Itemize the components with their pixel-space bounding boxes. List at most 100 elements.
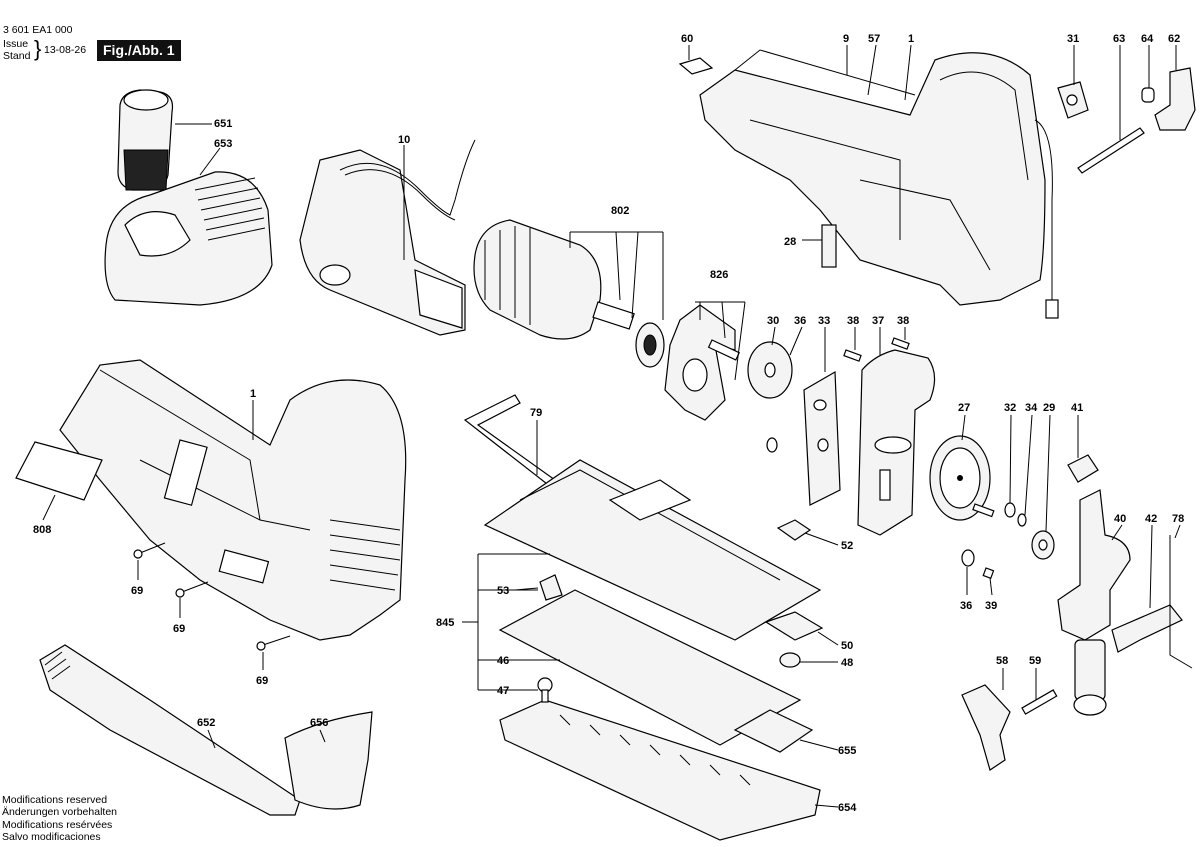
callout-53: 53 [497, 585, 509, 597]
callout-29: 29 [1043, 402, 1055, 414]
callout-845: 845 [436, 617, 454, 629]
lever-part-42 [1111, 604, 1183, 653]
clip-part-34 [1017, 513, 1027, 527]
callout-52: 52 [841, 540, 853, 552]
callout-58: 58 [996, 655, 1008, 667]
bracket-part-31 [1057, 81, 1089, 119]
callout-42: 42 [1145, 513, 1157, 525]
rod-part-63 [1077, 127, 1145, 174]
callout-labels: 651 653 10 60 9 57 1 31 63 64 62 802 826… [33, 33, 1184, 814]
figure-title: Fig./Abb. 1 [97, 40, 181, 61]
leader-lines [42, 44, 1181, 808]
callout-69-c: 69 [256, 675, 268, 687]
screw-part-69c [256, 635, 291, 651]
issue-date: 13-08-26 [44, 44, 87, 56]
washer-part-30 [747, 341, 793, 399]
slide-plate-part [498, 589, 802, 746]
callout-652: 652 [197, 717, 215, 729]
callout-33: 33 [818, 315, 830, 327]
callout-32: 32 [1004, 402, 1016, 414]
callout-62: 62 [1168, 33, 1180, 45]
callout-39: 39 [985, 600, 997, 612]
callout-46: 46 [497, 655, 509, 667]
callout-1-top: 1 [908, 33, 914, 45]
callout-79: 79 [530, 407, 542, 419]
nut-part-52 [776, 519, 812, 541]
screw-part-69b [175, 581, 209, 598]
callout-656: 656 [310, 717, 328, 729]
callout-36-top: 36 [794, 315, 806, 327]
gear-part-27 [929, 435, 995, 521]
callout-826: 826 [710, 269, 728, 281]
callout-64: 64 [1141, 33, 1154, 45]
callout-802: 802 [611, 205, 629, 217]
saw-blade-part [39, 644, 301, 816]
housing-half-left-part [59, 359, 407, 641]
callout-41: 41 [1071, 402, 1083, 414]
callout-37: 37 [872, 315, 884, 327]
washer-part-36b [961, 549, 975, 567]
roller-part-41 [1067, 454, 1099, 483]
callout-655: 655 [838, 745, 856, 757]
bushing-part-29 [1031, 530, 1055, 560]
motor-part [473, 219, 665, 368]
callout-47: 47 [497, 685, 509, 697]
callout-28: 28 [784, 236, 796, 248]
bearing-holder-part [664, 304, 740, 421]
charger-part [104, 171, 273, 306]
callout-69-a: 69 [131, 585, 143, 597]
screw-part-69a [133, 542, 166, 559]
slider-part-655 [733, 709, 814, 753]
cover-plate-part-37 [857, 349, 936, 536]
label-plate-part [15, 441, 103, 501]
contact-part-28 [821, 224, 837, 268]
pin-part-39 [982, 567, 995, 580]
issue-label: Issue [3, 38, 29, 50]
guide-plate-part-33 [803, 370, 841, 506]
callout-10: 10 [398, 134, 410, 146]
callout-78: 78 [1172, 513, 1184, 525]
callout-653: 653 [214, 138, 232, 150]
note-english: Modifications reserved [2, 794, 108, 806]
callout-38-a: 38 [847, 315, 859, 327]
note-spanish: Salvo modificaciones [2, 831, 101, 844]
switch-wiring-part [299, 139, 476, 336]
callout-808: 808 [33, 524, 51, 536]
callout-654: 654 [838, 802, 857, 814]
note-german: Änderungen vorbehalten [2, 806, 118, 819]
callout-50: 50 [841, 640, 853, 652]
stand-label: Stand [3, 50, 31, 62]
callout-27: 27 [958, 402, 970, 414]
callout-651: 651 [214, 118, 232, 130]
screw-part-47 [537, 677, 553, 703]
pin-part-38a [843, 349, 862, 362]
pin-part-64 [1141, 87, 1155, 103]
callout-63: 63 [1113, 33, 1125, 45]
battery-pack-part [117, 89, 174, 191]
plunger-part-40 [1057, 489, 1131, 716]
callout-60: 60 [681, 33, 693, 45]
housing-half-top-part [699, 49, 1059, 319]
callout-38-b: 38 [897, 315, 909, 327]
plate-part-50 [764, 611, 824, 641]
spring-clip-part [678, 57, 714, 75]
document-number: 3 601 EA1 000 [3, 24, 73, 36]
clamp-part-53 [539, 574, 563, 601]
callout-30: 30 [767, 315, 779, 327]
clip-part-32 [1004, 502, 1016, 518]
pin-part-38b [891, 337, 910, 350]
callout-59: 59 [1029, 655, 1041, 667]
issue-bracket: } [34, 36, 42, 61]
washer-part-36a [766, 437, 778, 453]
callout-69-b: 69 [173, 623, 185, 635]
callout-36-bottom: 36 [960, 600, 972, 612]
hex-key-part-78 [1169, 535, 1193, 669]
callout-1-left: 1 [250, 388, 256, 400]
lever-part-62 [1154, 67, 1196, 131]
blade-guard-part [284, 711, 373, 810]
modification-notes: Modifications reserved Änderungen vorbeh… [2, 794, 117, 844]
base-plate-part [483, 459, 822, 641]
callout-48: 48 [841, 657, 853, 669]
callout-57: 57 [868, 33, 880, 45]
